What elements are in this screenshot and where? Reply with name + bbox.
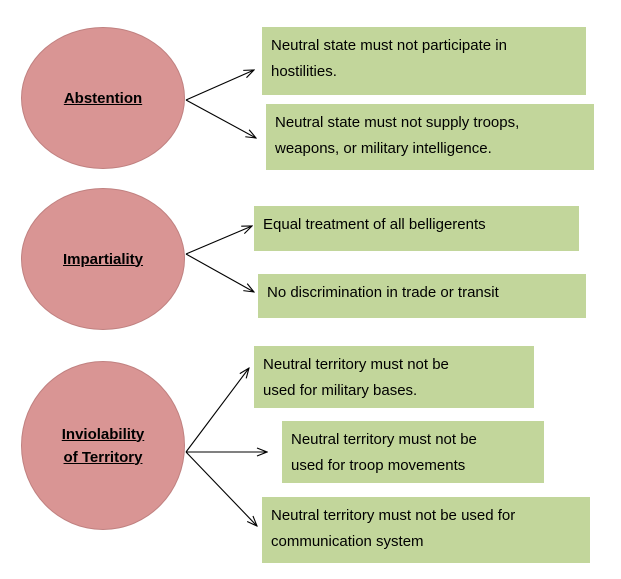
circle-label-abstention: Abstention <box>63 89 143 107</box>
arrow-abstention-1 <box>185 70 254 101</box>
box-impartiality-2: No discrimination in trade or transit <box>258 274 586 318</box>
arrow-inviolability-1 <box>185 368 249 453</box>
arrow-inviolability-3 <box>185 451 257 526</box>
arrow-impartiality-1 <box>185 226 252 255</box>
box-abstention-2: Neutral state must not supply troops, we… <box>266 104 594 170</box>
box-inviolability-3: Neutral territory must not be used for c… <box>262 497 590 563</box>
arrow-abstention-2 <box>185 99 256 138</box>
circle-label-impartiality: Impartiality <box>62 250 144 268</box>
box-inviolability-2: Neutral territory must not be used for t… <box>282 421 544 483</box>
circle-impartiality: Impartiality <box>21 188 185 330</box>
box-inviolability-1: Neutral territory must not be used for m… <box>254 346 534 408</box>
box-abstention-1: Neutral state must not participate in ho… <box>262 27 586 95</box>
circle-inviolability: Inviolability of Territory <box>21 361 185 530</box>
circle-abstention: Abstention <box>21 27 185 169</box>
arrow-impartiality-2 <box>185 253 254 292</box>
box-impartiality-1: Equal treatment of all belligerents <box>254 206 579 251</box>
circle-label-inviolability: Inviolability of Territory <box>61 425 145 466</box>
